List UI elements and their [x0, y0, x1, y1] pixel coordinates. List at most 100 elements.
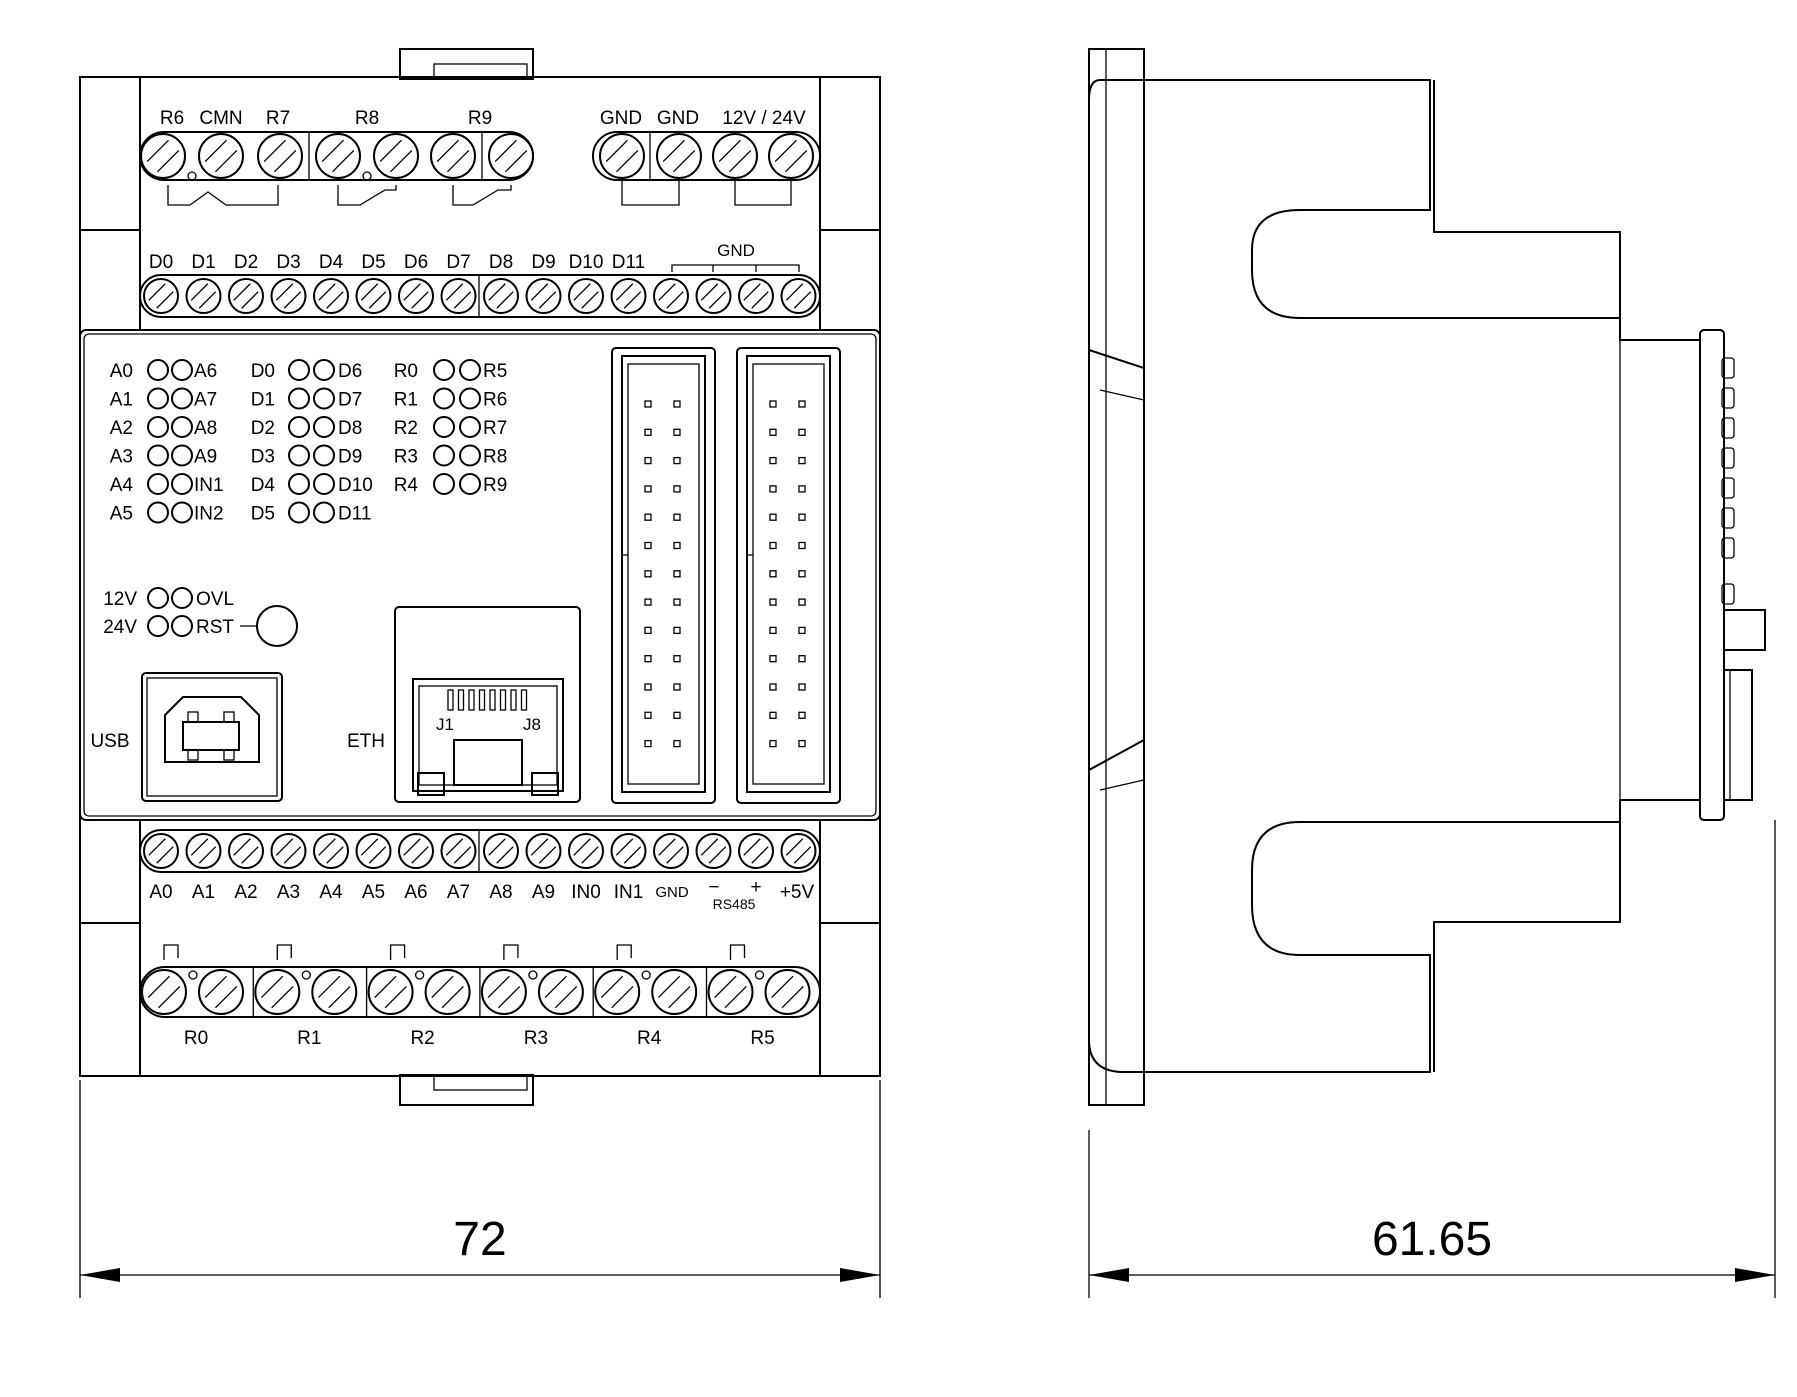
screw-terminal: [311, 969, 358, 1015]
housing-step: [1433, 822, 1621, 1072]
screw-terminal: [525, 278, 562, 314]
status-led: [147, 501, 169, 524]
header-pin: [798, 513, 806, 521]
header-pin: [673, 400, 681, 408]
vout-label: +5V: [780, 882, 815, 903]
led-label: R2: [394, 418, 418, 439]
relay-terminal-label: R9: [468, 108, 492, 129]
status-led: [171, 416, 193, 438]
header-pin: [673, 570, 681, 578]
header-pin: [673, 626, 681, 635]
gnd-bracket: [671, 264, 800, 272]
status-led: [147, 387, 169, 410]
screw-terminal: [373, 133, 419, 179]
din-hook: [1088, 349, 1145, 401]
pin-dot: [362, 171, 372, 181]
digital-terminal-label: D4: [319, 252, 344, 273]
header-pin: [798, 711, 806, 719]
led-label: A7: [194, 390, 217, 411]
status-led: [433, 359, 455, 381]
screw-terminal: [695, 278, 732, 314]
status-led: [313, 359, 335, 381]
status-led: [147, 359, 169, 381]
header-pin: [798, 570, 806, 578]
rs485-minus-label: −: [708, 877, 719, 898]
reset-button-side: [1723, 609, 1766, 651]
rs485-gnd-label: GND: [655, 884, 689, 901]
analog-terminal-label: A6: [404, 882, 427, 903]
status-led: [288, 473, 310, 495]
power-terminal-label: GND: [657, 108, 699, 129]
led-label: D5: [251, 504, 275, 525]
led-label: R4: [394, 475, 419, 496]
dimension-depth-value: 61.65: [1372, 1213, 1492, 1266]
usb-label: USB: [90, 731, 129, 752]
relay-contact-symbol: [729, 944, 746, 960]
status-led: [288, 359, 310, 381]
status-led: [313, 387, 335, 410]
header-pin: [769, 456, 777, 465]
status-led: [459, 444, 481, 467]
screw-terminal: [143, 278, 179, 314]
status-led: [459, 416, 481, 438]
header-pin: [769, 541, 777, 550]
led-label: A1: [110, 390, 133, 411]
header-pin: [644, 428, 652, 436]
led-lens: [1721, 447, 1735, 469]
dimension-arrowhead: [80, 1268, 120, 1282]
screw-terminal: [143, 833, 179, 869]
led-label: D4: [251, 475, 276, 496]
header-pin: [673, 485, 681, 493]
relay-terminal-label: R8: [355, 108, 379, 129]
status-led: [459, 359, 481, 381]
led-label: R9: [483, 475, 507, 496]
led-lens: [1721, 417, 1735, 439]
pin-dot: [187, 171, 197, 181]
header-pin: [798, 598, 806, 606]
screw-terminal: [768, 133, 814, 179]
front-panel: [79, 329, 881, 821]
reset-button[interactable]: [256, 605, 298, 647]
pin-dot: [301, 970, 311, 980]
front-panel-inner: [83, 333, 877, 817]
screw-terminal: [228, 278, 264, 314]
screw-terminal: [270, 833, 307, 869]
screw-terminal: [430, 133, 476, 179]
led-label: D3: [251, 447, 275, 468]
relay-terminal-label: R6: [160, 108, 184, 129]
screw-terminal: [355, 278, 392, 314]
led-label: D6: [338, 361, 362, 382]
led-label: D7: [338, 390, 362, 411]
header-pin: [769, 570, 777, 578]
side-view: [1088, 48, 1766, 1106]
led-lens: [1721, 583, 1735, 605]
status-led: [313, 444, 335, 467]
dimension-arrowhead: [1735, 1268, 1775, 1282]
screw-terminal: [398, 833, 434, 869]
power-led-label: 12V: [103, 589, 137, 610]
header-pin: [798, 683, 806, 691]
led-label: R1: [394, 390, 418, 411]
analog-terminal-label: IN0: [571, 882, 601, 903]
header-pin: [798, 456, 806, 465]
housing-step: [1433, 80, 1621, 318]
led-label: R3: [394, 447, 418, 468]
relay-terminal-label: R2: [410, 1028, 434, 1049]
relay-terminal-label: CMN: [199, 108, 242, 129]
relay-contact-symbol: [167, 185, 279, 206]
bridge: [734, 180, 792, 206]
header-pin: [644, 626, 652, 635]
led-label: A9: [194, 447, 217, 468]
screw-terminal: [198, 969, 244, 1015]
screw-terminal: [488, 133, 534, 179]
led-label: IN2: [194, 504, 224, 525]
header-pin: [769, 400, 777, 408]
led-label: D0: [251, 361, 275, 382]
header-pin: [769, 739, 777, 748]
status-led: [433, 416, 455, 438]
screw-terminal: [483, 278, 519, 314]
led-lens: [1721, 477, 1735, 499]
header-pin: [644, 485, 652, 493]
usb-port: [141, 672, 283, 802]
power-led-label: 24V: [103, 617, 137, 638]
